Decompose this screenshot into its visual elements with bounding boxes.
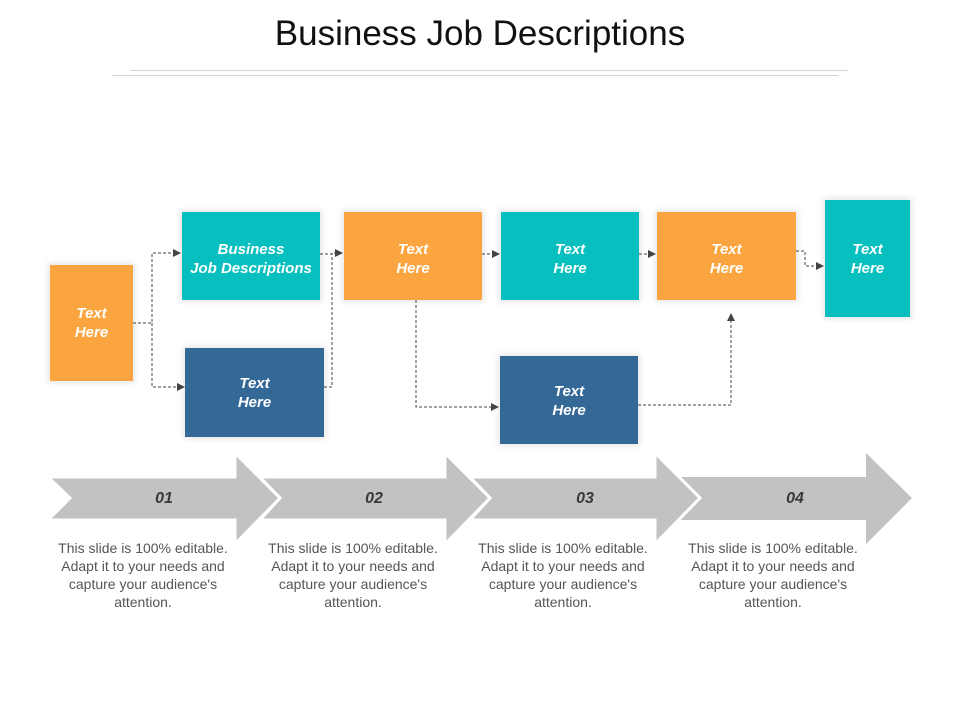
step-description-4: This slide is 100% editable. Adapt it to… — [688, 540, 858, 610]
step-description-3: This slide is 100% editable. Adapt it to… — [478, 540, 648, 610]
mid-teal-box-line1: Text — [554, 241, 586, 258]
connector-business-to-mid-orange — [320, 249, 343, 257]
start-box-line1: Text — [76, 305, 107, 322]
step-number-1: 01 — [155, 490, 173, 507]
connector-mid-orange-to-bottom-mid — [415, 300, 499, 411]
bottom-left-box-line2: Here — [237, 393, 272, 411]
right-orange-box-line2: Here — [709, 260, 744, 277]
end-box-line2: Here — [850, 260, 885, 277]
connector-start-to-business — [133, 249, 181, 324]
start-box-line2: Here — [74, 324, 109, 341]
business-box-line1: Business — [217, 241, 285, 258]
step-number-4: 04 — [786, 490, 804, 507]
step-number-3: 03 — [576, 490, 594, 507]
connector-bottom-mid-to-right-orange — [638, 313, 735, 406]
process-arrow-4 — [680, 453, 912, 544]
title-divider-bottom — [112, 75, 838, 76]
connector-start-to-bottom-left — [151, 323, 185, 391]
title-divider-top — [130, 70, 848, 71]
step-number-2: 02 — [365, 490, 383, 507]
connector-right-orange-to-end — [796, 250, 824, 270]
bottom-left-box-line1: Text — [239, 374, 270, 392]
step-description-1: This slide is 100% editable. Adapt it to… — [58, 540, 228, 610]
bottom-mid-box-line2: Here — [552, 402, 586, 419]
mid-orange-box-line1: Text — [397, 241, 429, 258]
mid-teal-box-line2: Here — [553, 260, 587, 277]
mid-orange-box-line2: Here — [396, 260, 430, 277]
connector-bottom-left-to-mid-orange — [324, 253, 333, 388]
page-title: Business Job Descriptions — [274, 14, 686, 53]
right-orange-box-line1: Text — [711, 241, 742, 258]
end-box-line1: Text — [852, 241, 883, 258]
bottom-mid-box-line1: Text — [553, 383, 585, 400]
business-box-line2: Job Descriptions — [190, 260, 312, 277]
process-arrow-1 — [44, 449, 283, 548]
step-description-2: This slide is 100% editable. Adapt it to… — [268, 540, 438, 610]
